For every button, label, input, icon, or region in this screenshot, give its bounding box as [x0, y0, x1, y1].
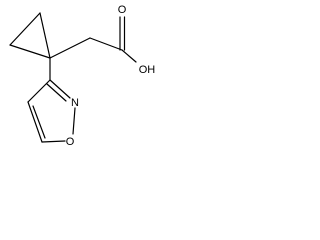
bond-carboxyl-to-oh: [121, 49, 137, 63]
acetic-acid-group: [49, 16, 137, 63]
isoxazole-ring: [27, 79, 76, 143]
bond-c3-n-double-b: [46, 83, 67, 102]
bond-o-c5: [41, 140, 66, 143]
bond-c4-c5-double-a: [27, 101, 43, 143]
hydroxyl-label: OH: [139, 64, 156, 76]
chemical-structure: O OH N O: [9, 4, 156, 148]
bond-cyclopropane-3: [9, 44, 51, 59]
bond-ch2-to-carboxyl: [89, 37, 123, 51]
bond-c3-n-double-a: [49, 79, 71, 99]
carbonyl-oxygen-label: O: [118, 4, 127, 16]
cyclopropane-ring: [9, 12, 51, 59]
bond-c4-c5-double-b: [32, 105, 46, 139]
bond-quaternary-to-ch2: [49, 37, 91, 59]
bond-cyclopropane-1: [9, 12, 41, 46]
bond-cyclopropane-2: [39, 12, 51, 59]
nitrogen-label: N: [71, 97, 79, 109]
ring-oxygen-label: O: [66, 136, 75, 148]
bond-c3-c4: [27, 79, 51, 103]
bond-n-o: [72, 107, 76, 135]
